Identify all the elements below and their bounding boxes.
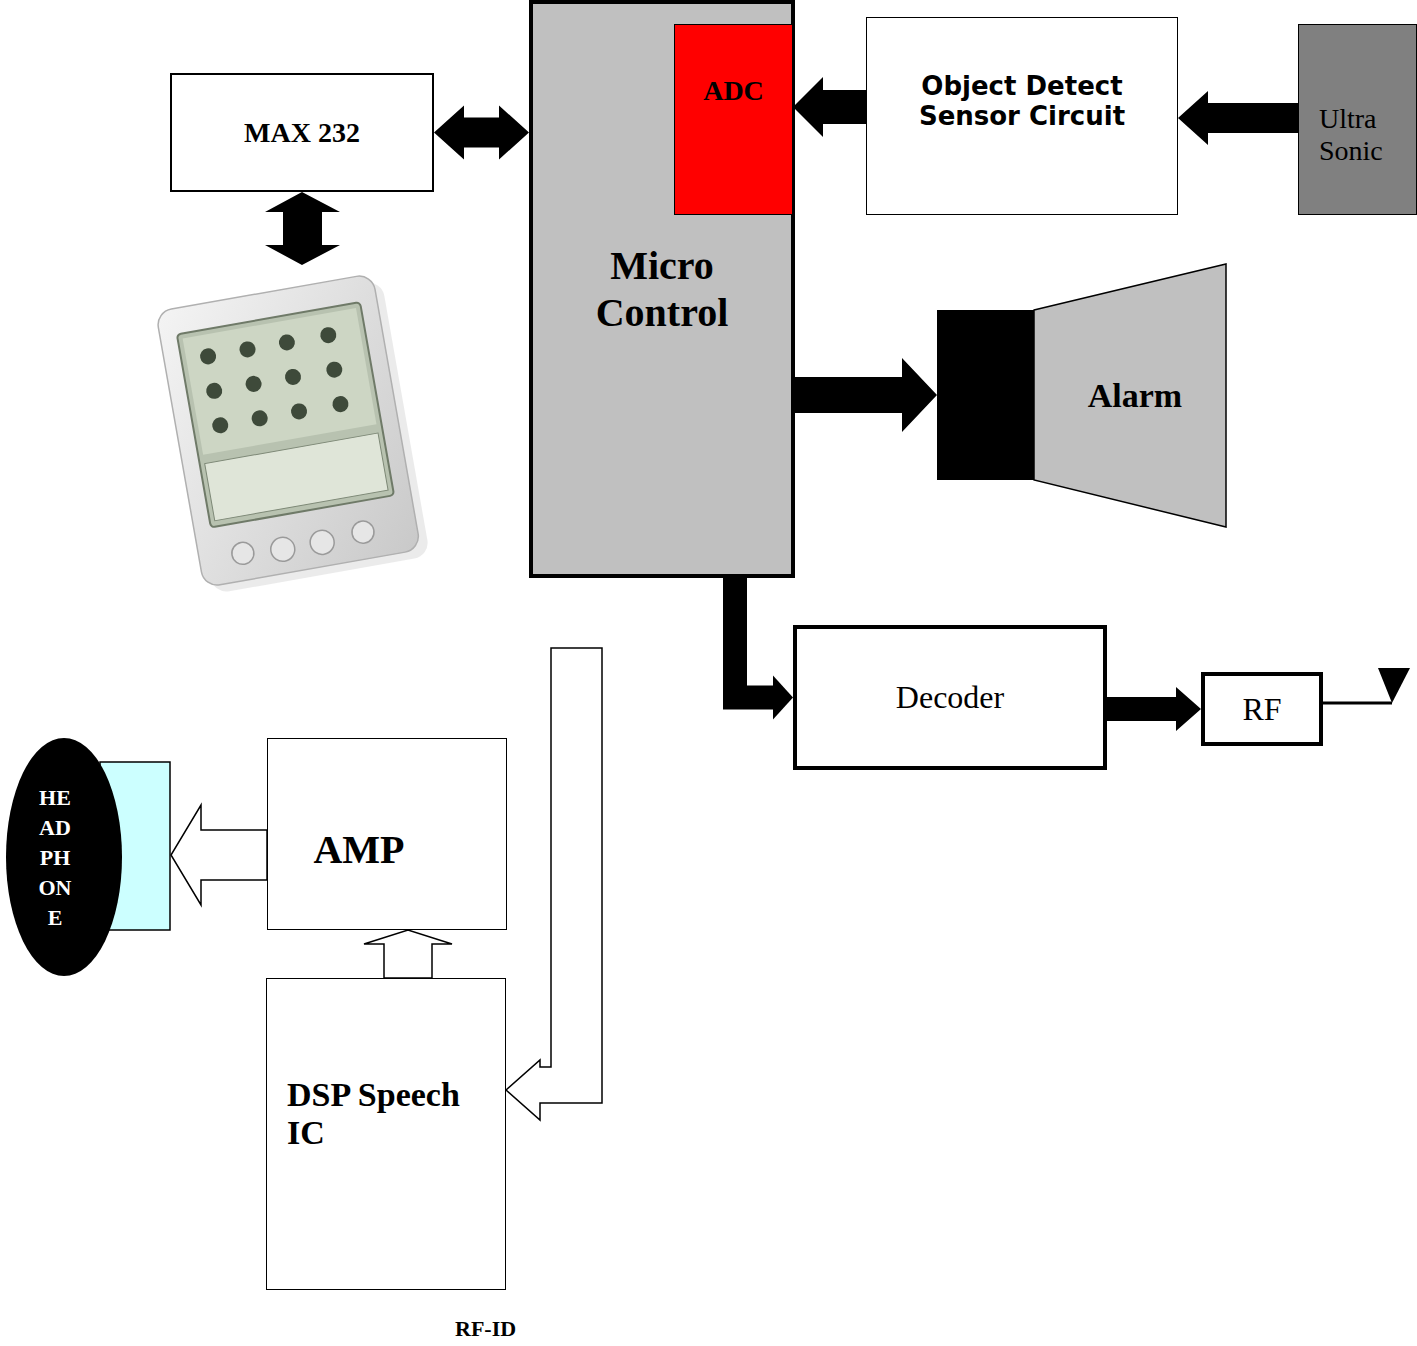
node-label: AMP xyxy=(313,826,404,873)
node-label: DSP Speech IC xyxy=(287,1076,497,1152)
decoder-box: Decoder xyxy=(793,625,1107,770)
microcontroller-box: Micro Control ADC xyxy=(529,0,795,578)
sensor-circuit-box: Object Detect Sensor Circuit xyxy=(866,17,1178,215)
arrow-shape xyxy=(171,805,267,905)
signal-arrow xyxy=(1107,687,1201,731)
node-label: ADC xyxy=(703,75,764,107)
alarm-shape xyxy=(937,263,1227,528)
signal-arrow xyxy=(735,578,793,720)
arrow-shape xyxy=(434,106,529,160)
audio-arrow xyxy=(364,930,452,978)
arrow-shape xyxy=(364,930,452,978)
rf-box: RF xyxy=(1201,672,1323,746)
headphone: HE AD PH ON E xyxy=(5,737,171,978)
node-label: Micro Control xyxy=(577,242,747,336)
node-label: Decoder xyxy=(896,679,1004,716)
alarm-speaker: Alarm xyxy=(937,263,1227,528)
bus-arrow xyxy=(434,106,529,160)
pda-illustration xyxy=(156,272,431,595)
arrow-head xyxy=(773,676,793,720)
interface-chip-box: MAX 232 xyxy=(170,73,434,192)
node-label: Ultra Sonic xyxy=(1319,103,1414,167)
rfid-label: RF-ID xyxy=(455,1316,516,1342)
arrow-shape xyxy=(795,358,937,432)
arrow-shape xyxy=(1107,687,1201,731)
antenna-wire xyxy=(1323,702,1392,705)
arrow-shape xyxy=(1178,91,1298,145)
adc-block: ADC xyxy=(674,24,793,215)
node-label: Object Detect Sensor Circuit xyxy=(875,71,1169,131)
amplifier-box: AMP xyxy=(267,738,507,930)
node-label: RF xyxy=(1242,691,1281,728)
signal-arrow xyxy=(795,358,937,432)
arrow-shape xyxy=(793,77,866,137)
signal-arrow xyxy=(793,77,866,137)
speech-ic-box: DSP Speech IC xyxy=(266,978,506,1290)
signal-arrow xyxy=(1178,91,1298,145)
ultrasonic-sensor-box: Ultra Sonic xyxy=(1298,24,1417,215)
node-label: Alarm xyxy=(1088,377,1182,415)
arrow-shaft xyxy=(735,578,773,698)
serial-link-arrow xyxy=(265,192,340,265)
rfid-input-arrow xyxy=(506,648,602,1120)
antenna-symbol xyxy=(1378,668,1410,703)
node-label: MAX 232 xyxy=(244,117,360,149)
headphone-shape xyxy=(5,737,171,978)
audio-arrow xyxy=(171,805,267,905)
node-label: HE AD PH ON E xyxy=(36,783,74,933)
